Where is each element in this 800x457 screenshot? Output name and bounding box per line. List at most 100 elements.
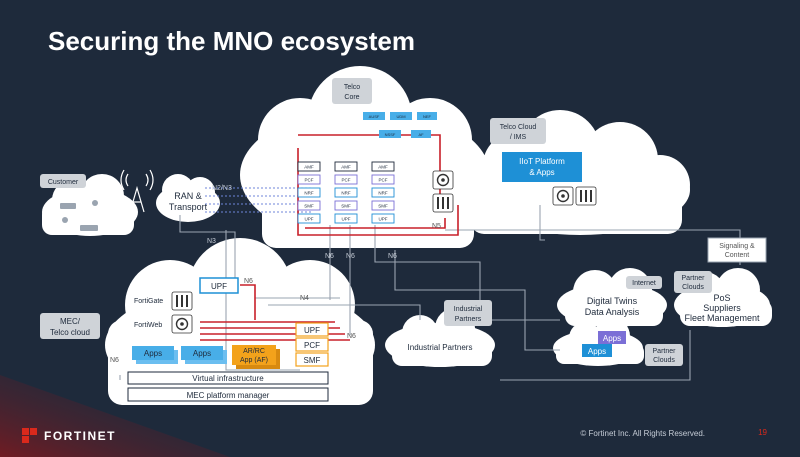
svg-text:UPF: UPF [304, 326, 320, 335]
svg-text:Virtual infrastructure: Virtual infrastructure [192, 374, 264, 383]
n6-label-d: N6 [244, 278, 253, 285]
fortigate-icon [171, 291, 193, 311]
svg-text:SMF: SMF [304, 356, 321, 365]
nf-label: AMF [378, 165, 388, 170]
upf-main-box: UPF [199, 277, 239, 294]
core-router-icon [432, 170, 454, 190]
svg-text:Apps: Apps [588, 347, 606, 356]
svg-text:/ IMS: / IMS [510, 134, 527, 141]
nf-label: SMF [304, 204, 314, 209]
ran-label-1: RAN & [174, 191, 202, 201]
ran-label-2: Transport [169, 202, 208, 212]
nf-label: SMF [378, 204, 388, 209]
background-accent [0, 375, 230, 457]
internet-tag: Internet [626, 276, 662, 289]
customer-tag: Customer [40, 174, 86, 188]
nf-box [371, 161, 395, 172]
nf-label: UPF [379, 217, 388, 222]
page-number: 19 [758, 428, 767, 437]
n3-label: N3 [207, 238, 216, 245]
nf-box [334, 174, 358, 185]
customer-devices [60, 200, 98, 231]
svg-text:FORTINET: FORTINET [44, 429, 116, 443]
n4-label: N4 [300, 295, 309, 302]
svg-text:MEC/: MEC/ [60, 317, 81, 326]
svg-text:Industrial: Industrial [454, 306, 483, 313]
partner-apps-stack: Apps Apps [582, 331, 626, 357]
pos-cloud [674, 268, 772, 327]
nf-box [297, 161, 321, 172]
pcf-box: PCF [295, 337, 329, 352]
svg-text:Apps: Apps [144, 349, 162, 358]
svg-text:AUSF: AUSF [369, 114, 380, 119]
upf-small-box: UPF [295, 322, 329, 337]
n6-label-e: N6 [347, 333, 356, 340]
fortiweb-icon [171, 314, 193, 334]
apps-box-2: Apps [181, 346, 227, 364]
fortigate-label: FortiGate [134, 298, 163, 305]
n6-label-b: N6 [346, 253, 355, 260]
nf-label: NRF [378, 191, 387, 196]
nf-box [297, 213, 321, 224]
nf-box [371, 200, 395, 211]
customer-cloud [42, 174, 138, 236]
nf-box [334, 187, 358, 198]
nf-box [334, 200, 358, 211]
ran-cloud [156, 174, 220, 222]
core-server-icon [432, 193, 454, 213]
svg-text:NSSF: NSSF [385, 132, 396, 137]
partner-clouds-tag-2: Partner Clouds [645, 344, 683, 366]
svg-text:Clouds: Clouds [682, 284, 704, 291]
svg-text:MEC platform manager: MEC platform manager [187, 391, 270, 400]
nf-box [297, 200, 321, 211]
svg-text:App (AF): App (AF) [240, 357, 268, 364]
signaling-content-box: Signaling & Content [707, 237, 767, 263]
svg-text:Apps: Apps [193, 349, 211, 358]
smf-box: SMF [295, 352, 329, 367]
pos-label-1: PoS [713, 293, 730, 303]
svg-text:IIoT Platform: IIoT Platform [519, 157, 565, 166]
svg-text:Partner: Partner [682, 275, 706, 282]
svg-text:Telco Cloud: Telco Cloud [500, 124, 537, 131]
industrial-partners-tag: Industrial Partners [444, 300, 492, 326]
telco-cloud-tag: Telco Cloud / IMS [490, 118, 546, 144]
nf-box [334, 213, 358, 224]
ar-vr-app-box: AR/RC App (AF) [232, 345, 280, 369]
nf-label: NRF [304, 191, 313, 196]
svg-text:Content: Content [725, 252, 750, 259]
fortinet-logo: FORTINET [22, 428, 116, 443]
industrial-partners-cloud [385, 308, 495, 367]
nf-box [334, 161, 358, 172]
svg-text:Internet: Internet [632, 280, 656, 287]
antenna-icon [120, 169, 154, 213]
mec-platform-manager-bar: MEC platform manager [127, 387, 329, 402]
nf-box [371, 174, 395, 185]
nf-label: UPF [305, 217, 314, 222]
slide-title: Securing the MNO ecosystem [48, 26, 415, 56]
svg-text:NEF: NEF [423, 114, 432, 119]
pos-label-3: Fleet Management [684, 313, 760, 323]
nf-label: NRF [341, 191, 350, 196]
ims-server-icon [575, 186, 597, 206]
svg-text:Telco: Telco [344, 84, 360, 91]
svg-text:Partners: Partners [455, 316, 482, 323]
svg-text:Telco cloud: Telco cloud [50, 328, 90, 337]
apps-box-1: Apps [132, 346, 178, 364]
nf-label: PCF [305, 178, 314, 183]
n6-label-f: N6 [110, 357, 119, 364]
n2n3-label: N2/N3 [212, 185, 232, 192]
nf-box [371, 213, 395, 224]
n6-label-a: N6 [325, 253, 334, 260]
nf-box [371, 187, 395, 198]
copyright-text: © Fortinet Inc. All Rights Reserved. [580, 429, 705, 438]
fortiweb-label: FortiWeb [134, 322, 162, 329]
svg-text:UPF: UPF [211, 282, 227, 291]
svg-text:& Apps: & Apps [529, 168, 554, 177]
ims-router-icon [552, 186, 574, 206]
nf-label: PCF [342, 178, 351, 183]
